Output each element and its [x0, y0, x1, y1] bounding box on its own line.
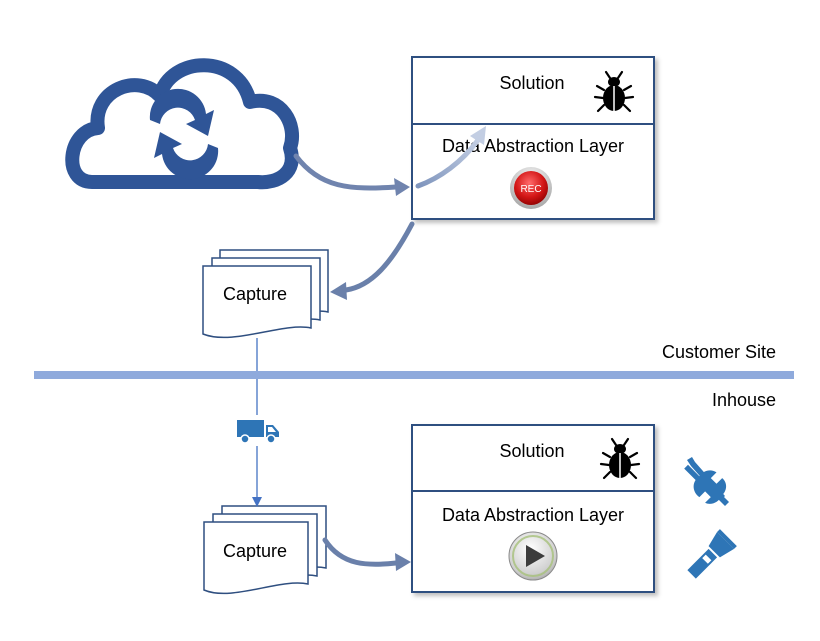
bug-icon [593, 70, 635, 113]
truck-icon [237, 420, 279, 444]
play-button-icon [508, 531, 558, 581]
inhouse-label: Inhouse [712, 390, 776, 410]
arrow-solution-to-capture [330, 221, 415, 300]
flashlight-icon [687, 529, 737, 579]
record-button-icon: REC [510, 167, 552, 209]
top-solution-box: Solution Data Abstraction Layer REC [411, 56, 655, 220]
top-capture-label: Capture [223, 284, 287, 304]
arrow-layer-up [415, 126, 486, 189]
bottom-capture-document: Capture [203, 505, 327, 595]
top-capture-document: Capture [202, 249, 329, 339]
wrench-screwdriver-icon [684, 457, 729, 506]
bottom-solution-box: Solution Data Abstraction Layer [411, 424, 655, 593]
rec-label: REC [520, 184, 541, 195]
arrow-capture-to-solution [322, 537, 411, 571]
bottom-capture-label: Capture [223, 541, 287, 561]
top-layer-label: Data Abstraction Layer [442, 136, 624, 156]
top-solution-label: Solution [499, 73, 564, 93]
bottom-layer-label: Data Abstraction Layer [442, 505, 624, 525]
arrow-cloud-to-solution [293, 153, 410, 196]
customer-site-label: Customer Site [662, 342, 776, 362]
cloud-sync-icon [65, 58, 299, 190]
bottom-solution-label: Solution [499, 441, 564, 461]
bug-icon [599, 437, 641, 480]
